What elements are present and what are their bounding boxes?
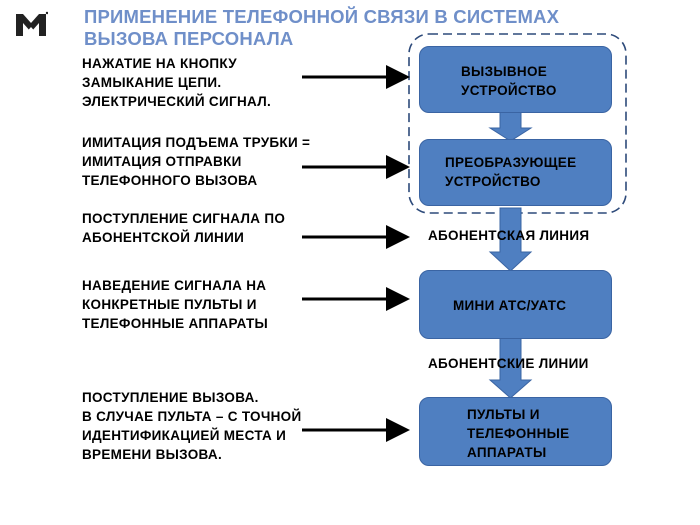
box-label-line: УСТРОЙСТВО (445, 174, 541, 189)
step-text-line: ЭЛЕКТРИЧЕСКИЙ СИГНАЛ. (82, 94, 272, 109)
step-text-line: ТЕЛЕФОННОГО ВЫЗОВА (82, 173, 258, 188)
step-text-handset-imitation: ИМИТАЦИЯ ПОДЪЕМА ТРУБКИ = ИМИТАЦИЯ ОТПРА… (82, 133, 310, 190)
step-text-line: ИМИТАЦИЯ ПОДЪЕМА ТРУБКИ = (82, 135, 311, 150)
flow-arrow-converter-to-pbx (488, 207, 533, 272)
page-title: ПРИМЕНЕНИЕ ТЕЛЕФОННОЙ СВЯЗИ В СИСТЕМАХ В… (84, 6, 604, 50)
flow-arrow-call-to-converter (488, 111, 533, 142)
step-text-line-signal: ПОСТУПЛЕНИЕ СИГНАЛА ПО АБОНЕНТСКОЙ ЛИНИИ (82, 209, 285, 247)
subscriber-lines-label: АБОНЕНТСКИЕ ЛИНИИ (428, 356, 589, 371)
box-label-line: АППАРАТЫ (467, 445, 547, 460)
step-text-button-press: НАЖАТИЕ НА КНОПКУ ЗАМЫКАНИЕ ЦЕПИ. ЭЛЕКТР… (82, 54, 271, 111)
box-label-line: УСТРОЙСТВО (461, 83, 557, 98)
flow-arrow-pbx-to-consoles (488, 337, 533, 399)
box-mini-pbx: МИНИ АТС/УАТС (419, 270, 612, 339)
step-text-line: КОНКРЕТНЫЕ ПУЛЬТЫ И (82, 297, 257, 312)
step-text-line: ПОСТУПЛЕНИЕ СИГНАЛА ПО (82, 211, 286, 226)
box-label-line: МИНИ АТС/УАТС (453, 298, 567, 313)
step-text-line: НАЖАТИЕ НА КНОПКУ (82, 56, 237, 71)
title-line-2: ВЫЗОВА ПЕРСОНАЛА (84, 28, 294, 49)
box-consoles-phones: ПУЛЬТЫ И ТЕЛЕФОННЫЕ АППАРАТЫ (419, 397, 612, 466)
step-text-line: ИДЕНТИФИКАЦИЕЙ МЕСТА И (82, 428, 287, 443)
step-text-line: ТЕЛЕФОННЫЕ АППАРАТЫ (82, 316, 269, 331)
subscriber-line-label: АБОНЕНТСКАЯ ЛИНИЯ (428, 228, 590, 243)
box-label-line: ТЕЛЕФОННЫЕ (467, 426, 570, 441)
step-text-line: ВРЕМЕНИ ВЫЗОВА. (82, 447, 223, 462)
step-text-signal-routing: НАВЕДЕНИЕ СИГНАЛА НА КОНКРЕТНЫЕ ПУЛЬТЫ И… (82, 276, 268, 333)
box-call-device: ВЫЗЫВНОЕ УСТРОЙСТВО (419, 46, 612, 113)
step-text-line: ЗАМЫКАНИЕ ЦЕПИ. (82, 75, 222, 90)
box-label-line: ПРЕОБРАЗУЮЩЕЕ (445, 155, 577, 170)
company-logo (16, 11, 48, 36)
box-label-line: ПУЛЬТЫ И (467, 407, 540, 422)
step-text-call-arrival: ПОСТУПЛЕНИЕ ВЫЗОВА. В СЛУЧАЕ ПУЛЬТА – С … (82, 388, 301, 464)
box-converter-device: ПРЕОБРАЗУЮЩЕЕ УСТРОЙСТВО (419, 139, 612, 206)
step-text-line: ПОСТУПЛЕНИЕ ВЫЗОВА. (82, 390, 259, 405)
step-text-line: АБОНЕНТСКОЙ ЛИНИИ (82, 230, 245, 245)
title-line-1: ПРИМЕНЕНИЕ ТЕЛЕФОННОЙ СВЯЗИ В СИСТЕМАХ (84, 6, 560, 27)
box-label-line: ВЫЗЫВНОЕ (461, 64, 548, 79)
step-text-line: В СЛУЧАЕ ПУЛЬТА – С ТОЧНОЙ (82, 409, 302, 424)
step-text-line: НАВЕДЕНИЕ СИГНАЛА НА (82, 278, 267, 293)
step-text-line: ИМИТАЦИЯ ОТПРАВКИ (82, 154, 242, 169)
